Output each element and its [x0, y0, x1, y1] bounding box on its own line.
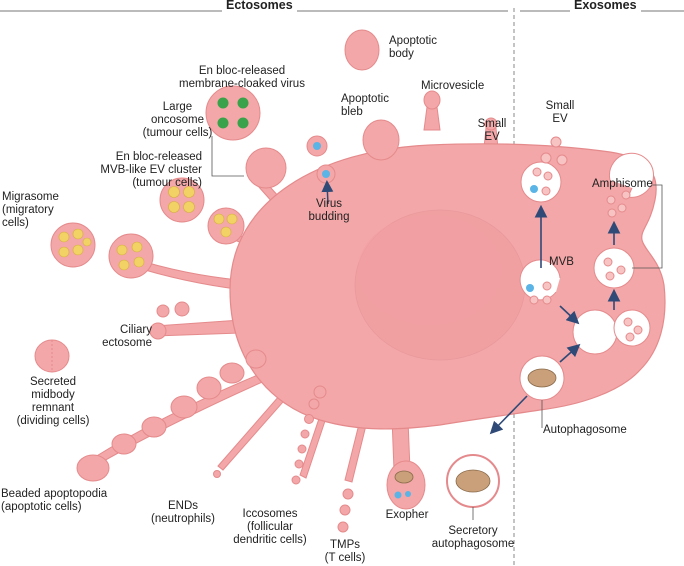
exopher [386, 460, 426, 510]
label-mvb-like-cluster: En bloc-released MVB-like EV cluster (tu… [100, 151, 202, 189]
midbody-remnant [34, 339, 70, 373]
membrane-cloaked-virus [205, 85, 261, 141]
pathway-arrows [489, 204, 621, 435]
microvesicle-bud [423, 90, 441, 110]
label-migrasome: Migrasome (migratory cells) [2, 191, 59, 229]
migrasome [50, 222, 154, 279]
cell-body [229, 143, 666, 430]
label-secretory-autophagosome: Secretory autophagosome [431, 525, 515, 550]
iccosomes-vesicles [291, 385, 327, 485]
label-ends: ENDs (neutrophils) [151, 500, 215, 525]
label-leaders [472, 184, 663, 520]
virus-budding-icon [306, 135, 336, 205]
tmps-vesicles [337, 488, 354, 533]
label-exopher: Exopher [385, 509, 429, 521]
exosomes-header: Exosomes [570, 0, 641, 12]
label-autophagosome: Autophagosome [543, 424, 627, 436]
small-ev-bud [484, 117, 498, 131]
label-beaded-apoptopodia: Beaded apoptopodia (apoptotic cells) [1, 488, 108, 513]
beaded-apoptopodia [76, 349, 267, 482]
large-oncosome [245, 147, 287, 189]
ends-vesicles [213, 470, 221, 478]
label-tmps: TMPs (T cells) [324, 539, 366, 564]
label-apoptotic-bleb: Apoptotic bleb [341, 93, 389, 118]
label-virus-budding: Virus budding [308, 198, 350, 223]
label-mvb: MVB [549, 256, 574, 268]
label-apoptotic-body: Apoptotic body [389, 35, 437, 60]
label-iccosomes: Iccosomes (follicular dendritic cells) [233, 508, 307, 546]
label-small-ev-ectosome: Small EV [477, 118, 507, 143]
mitochondrion-icon [455, 469, 491, 493]
ciliary-ectosome [149, 301, 190, 340]
mitochondrion-icon [527, 368, 557, 388]
mvb-like-ev-cluster [159, 177, 245, 245]
apoptotic-bleb [362, 119, 400, 161]
ectosomes-header: Ectosomes [222, 0, 297, 12]
exosome-compartments [446, 136, 654, 508]
label-membrane-cloaked-virus: En bloc-released membrane-cloaked virus [179, 65, 305, 90]
label-amphisome: Amphisome [592, 178, 653, 190]
label-large-oncosome: Large oncosome (tumour cells) [142, 101, 213, 139]
label-ciliary-ectosome: Ciliary ectosome [102, 324, 152, 349]
label-small-ev-exosome: Small EV [545, 100, 575, 125]
label-midbody-remnant: Secreted midbody remnant (dividing cells… [16, 376, 90, 427]
mitochondrion-icon [394, 470, 414, 484]
label-microvesicle: Microvesicle [421, 80, 485, 92]
surface-buds [362, 90, 498, 161]
apoptotic-body [344, 29, 380, 71]
oncosome-leader [211, 136, 244, 177]
